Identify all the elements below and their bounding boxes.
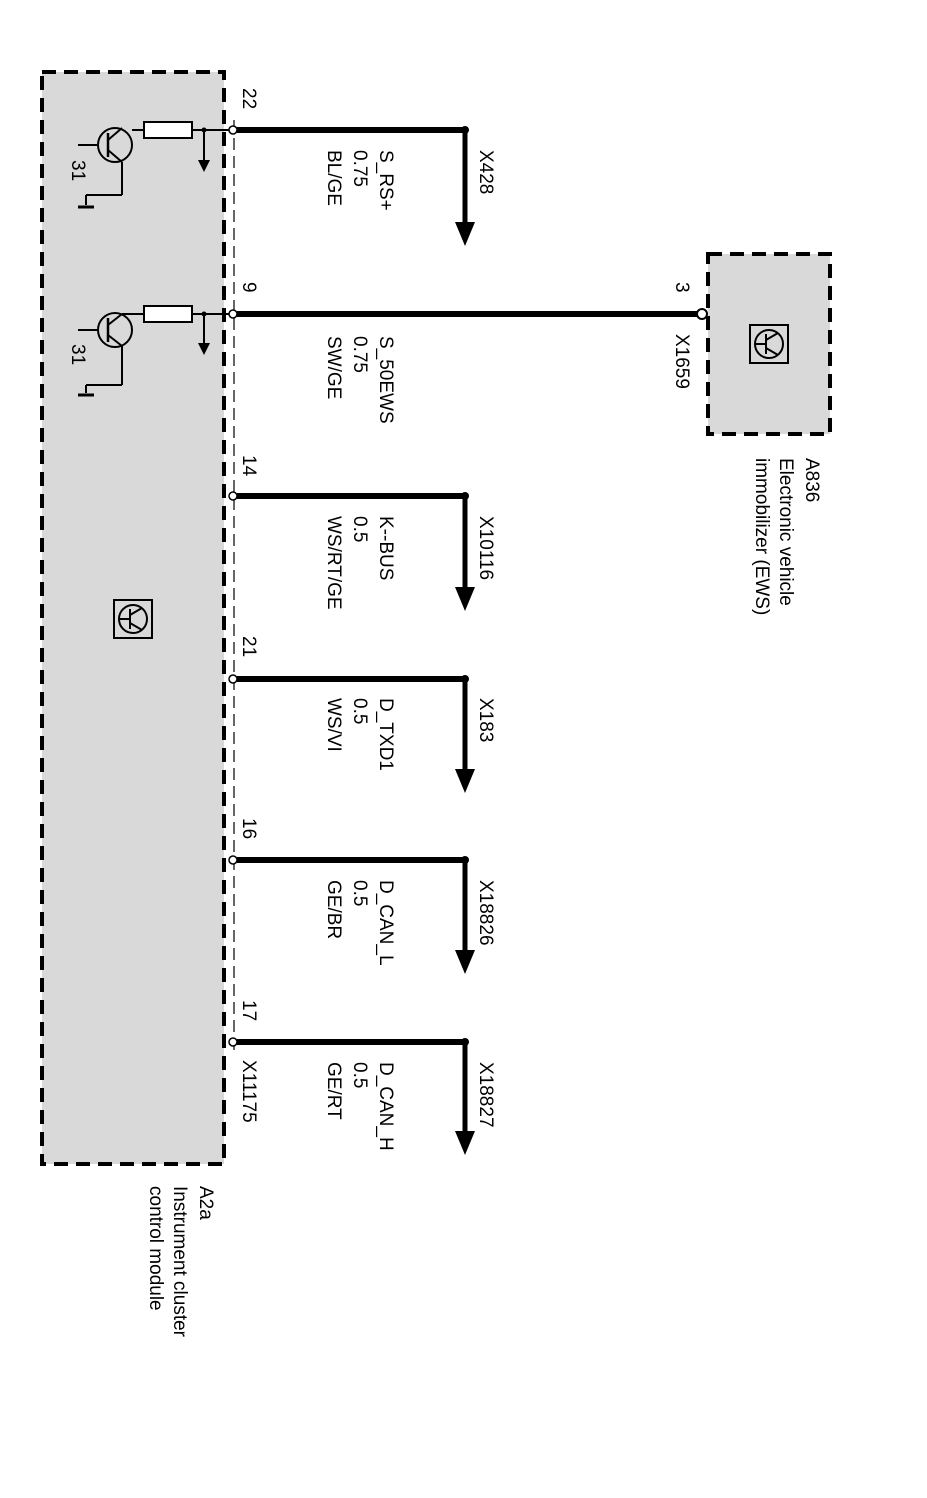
ground-label-pin9: 31 xyxy=(67,344,88,365)
cluster-module-name: Instrument cluster xyxy=(169,1186,190,1338)
destination-connector: X18826 xyxy=(475,880,496,946)
wire-pin21 xyxy=(228,674,475,793)
wire-color: GE/RT xyxy=(323,1062,344,1120)
arrow-icon xyxy=(455,587,475,611)
pin-number: 9 xyxy=(238,282,259,293)
ews-module-name: immobilizer (EWS) xyxy=(751,458,772,615)
destination-connector: X18827 xyxy=(475,1062,496,1128)
signal-name: D_CAN_H xyxy=(375,1062,396,1151)
wire-color: BL/GE xyxy=(323,150,344,206)
wire-color: GE/BR xyxy=(323,880,344,939)
ews-module-name: Electronic vehicle xyxy=(775,458,796,606)
wire-size: 0.5 xyxy=(349,1062,370,1088)
pin-number: 21 xyxy=(238,636,259,657)
arrow-icon xyxy=(455,1131,475,1155)
svg-text:31: 31 xyxy=(67,160,88,181)
wire-size: 0.75 xyxy=(349,150,370,187)
arrow-icon xyxy=(455,222,475,246)
pin-number: 17 xyxy=(238,1000,259,1021)
wire-size: 0.5 xyxy=(349,698,370,724)
wire-color: WS/RT/GE xyxy=(323,516,344,610)
wire-color: SW/GE xyxy=(323,336,344,399)
pin-number: 22 xyxy=(238,88,259,109)
signal-name: S_50EWS xyxy=(375,336,396,424)
transistor-circuit-pin22 xyxy=(78,121,230,209)
wire-size: 0.75 xyxy=(349,336,370,373)
transistor-circuit-pin9 xyxy=(78,305,230,397)
arrow-icon xyxy=(455,950,475,974)
ews-module-id: A836 xyxy=(801,458,822,502)
wire-pin16 xyxy=(228,855,475,974)
pin-number: 16 xyxy=(238,818,259,839)
svg-text:31: 31 xyxy=(67,344,88,365)
destination-connector: X183 xyxy=(475,698,496,742)
pin-number: 14 xyxy=(238,455,259,477)
signal-name: D_TXD1 xyxy=(375,698,396,771)
arrow-icon xyxy=(455,769,475,793)
wire-pin14 xyxy=(228,491,475,611)
destination-connector: X428 xyxy=(475,150,496,194)
wire-size: 0.5 xyxy=(349,880,370,906)
cluster-module-id: A2a xyxy=(195,1186,216,1220)
cluster-module-name: control module xyxy=(145,1186,166,1311)
signal-name: S_RS+ xyxy=(375,150,396,211)
ews-module xyxy=(706,252,832,436)
wire-pin17 xyxy=(228,1037,475,1155)
connector-label: X11175 xyxy=(238,1060,259,1123)
ews-pin-number: 3 xyxy=(671,282,692,293)
instrument-cluster-module xyxy=(40,70,235,1166)
signal-name: K--BUS xyxy=(375,516,396,580)
ground-label-pin22: 31 xyxy=(67,160,88,181)
signal-name: D_CAN_L xyxy=(375,880,396,966)
ews-connector-label: X1659 xyxy=(671,334,692,389)
wire-pin22 xyxy=(228,125,475,246)
wire-pin9 xyxy=(228,308,708,320)
destination-connector: X10116 xyxy=(475,516,496,580)
wire-size: 0.5 xyxy=(349,516,370,542)
wire-color: WS/VI xyxy=(323,698,344,752)
